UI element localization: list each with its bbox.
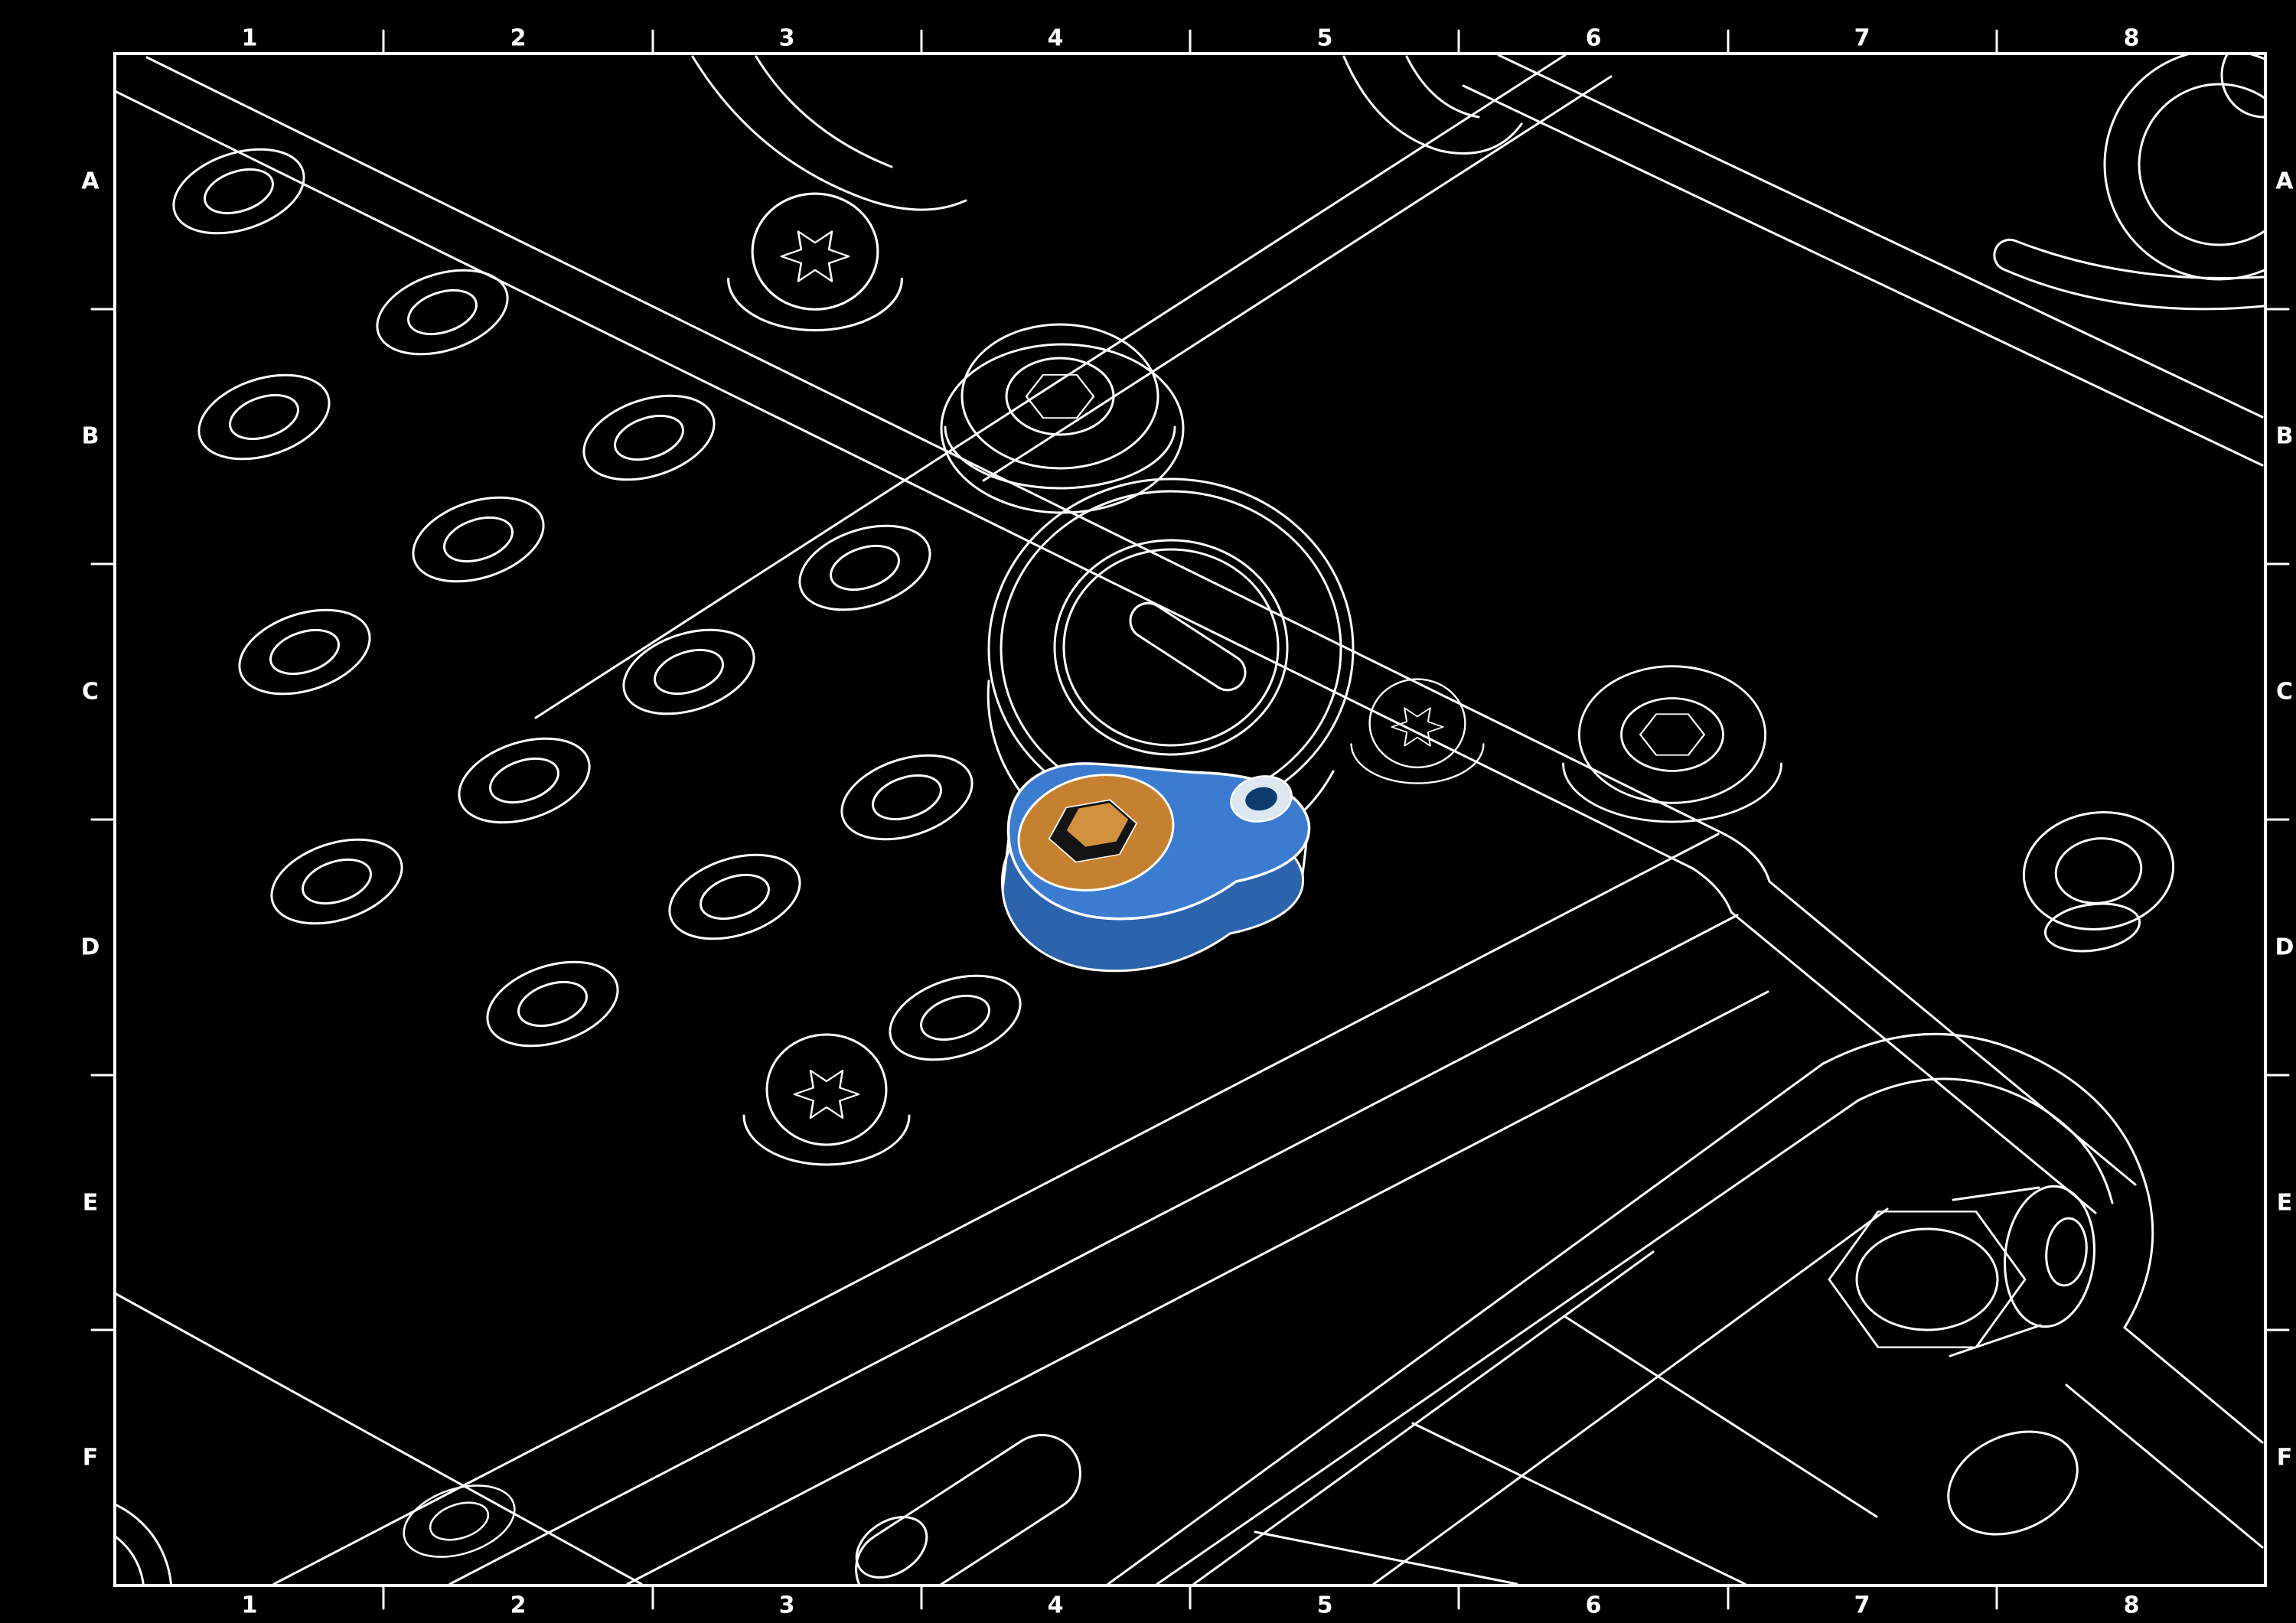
pivot-arm [1107,1032,2264,1584]
grid-column-label: 3 [779,1592,795,1619]
grid-column-label: 2 [510,1592,527,1619]
corner-bracket-top-right [1993,55,2264,311]
grid-column-label: 4 [1048,1592,1064,1619]
arm-hole [1947,1430,2079,1536]
grid-row-label: B [2276,423,2294,450]
washer [365,253,520,371]
knob-slot [1129,601,1247,692]
washer [830,738,984,856]
grid-column-label: 7 [1854,1592,1870,1619]
grid-column-label: 5 [1317,25,1333,52]
grid-column-label: 3 [779,25,795,52]
highlighted-part-cam-lever[interactable] [1001,761,1311,973]
bottom-rail [855,1433,1081,1584]
washer [227,593,382,711]
grid-column-label: 7 [1854,25,1870,52]
pivot-cylinder [1949,1185,2095,1357]
grid-column-label: 8 [2124,1592,2140,1619]
grid-column-label: 1 [242,1592,258,1619]
grid-row-label: F [83,1445,99,1471]
grid-column-label: 2 [510,25,527,52]
grid-column-label: 6 [1586,25,1602,52]
torx-dome-screw [727,192,903,332]
grid-row-label: D [81,934,100,961]
hex-socket-screw [944,323,1176,490]
grid-row-label: C [82,679,99,706]
grid-ticks-left [90,308,116,1331]
washer [447,722,602,839]
washer [475,945,630,1063]
grid-column-label: 6 [1586,1592,1602,1619]
grid-row-label: F [2277,1445,2293,1471]
mushroom-plug [2022,811,2175,953]
washer [612,613,766,731]
fasteners [727,192,1782,1166]
grid-row-label: A [2275,168,2294,195]
washer [161,132,316,250]
grid-ticks-bottom [382,1584,1998,1610]
grid-column-label: 4 [1048,25,1064,52]
grid-row-label: E [2277,1190,2293,1217]
washer [572,379,726,497]
hex-nut [1828,1211,2027,1348]
grid-row-label: C [2276,679,2293,706]
grid-ticks-right [2264,308,2290,1331]
torx-pan-screw [1350,678,1485,784]
grid-row-label: B [82,423,99,450]
grid-row-label: E [83,1190,99,1217]
washer [788,509,942,627]
grid-column-label: 5 [1317,1592,1333,1619]
panel-plates [116,55,2264,1584]
grid-ticks-top [382,29,1998,55]
pivot-hole [1230,775,1293,823]
washer [401,481,556,598]
grid-row-label: A [81,168,99,195]
grid-row-label: D [2275,934,2294,961]
corner-arcs-bottom-left [116,1504,172,1584]
grid-column-label: 8 [2124,25,2140,52]
hex-socket-boss [1017,774,1175,891]
washer-field [161,132,1032,1571]
torx-dome-screw [742,1033,911,1166]
grid-column-label: 1 [242,25,258,52]
washer [657,838,812,956]
washer [187,358,341,476]
hex-socket-screw [1562,665,1782,823]
washer [878,959,1032,1077]
washer [259,823,414,940]
